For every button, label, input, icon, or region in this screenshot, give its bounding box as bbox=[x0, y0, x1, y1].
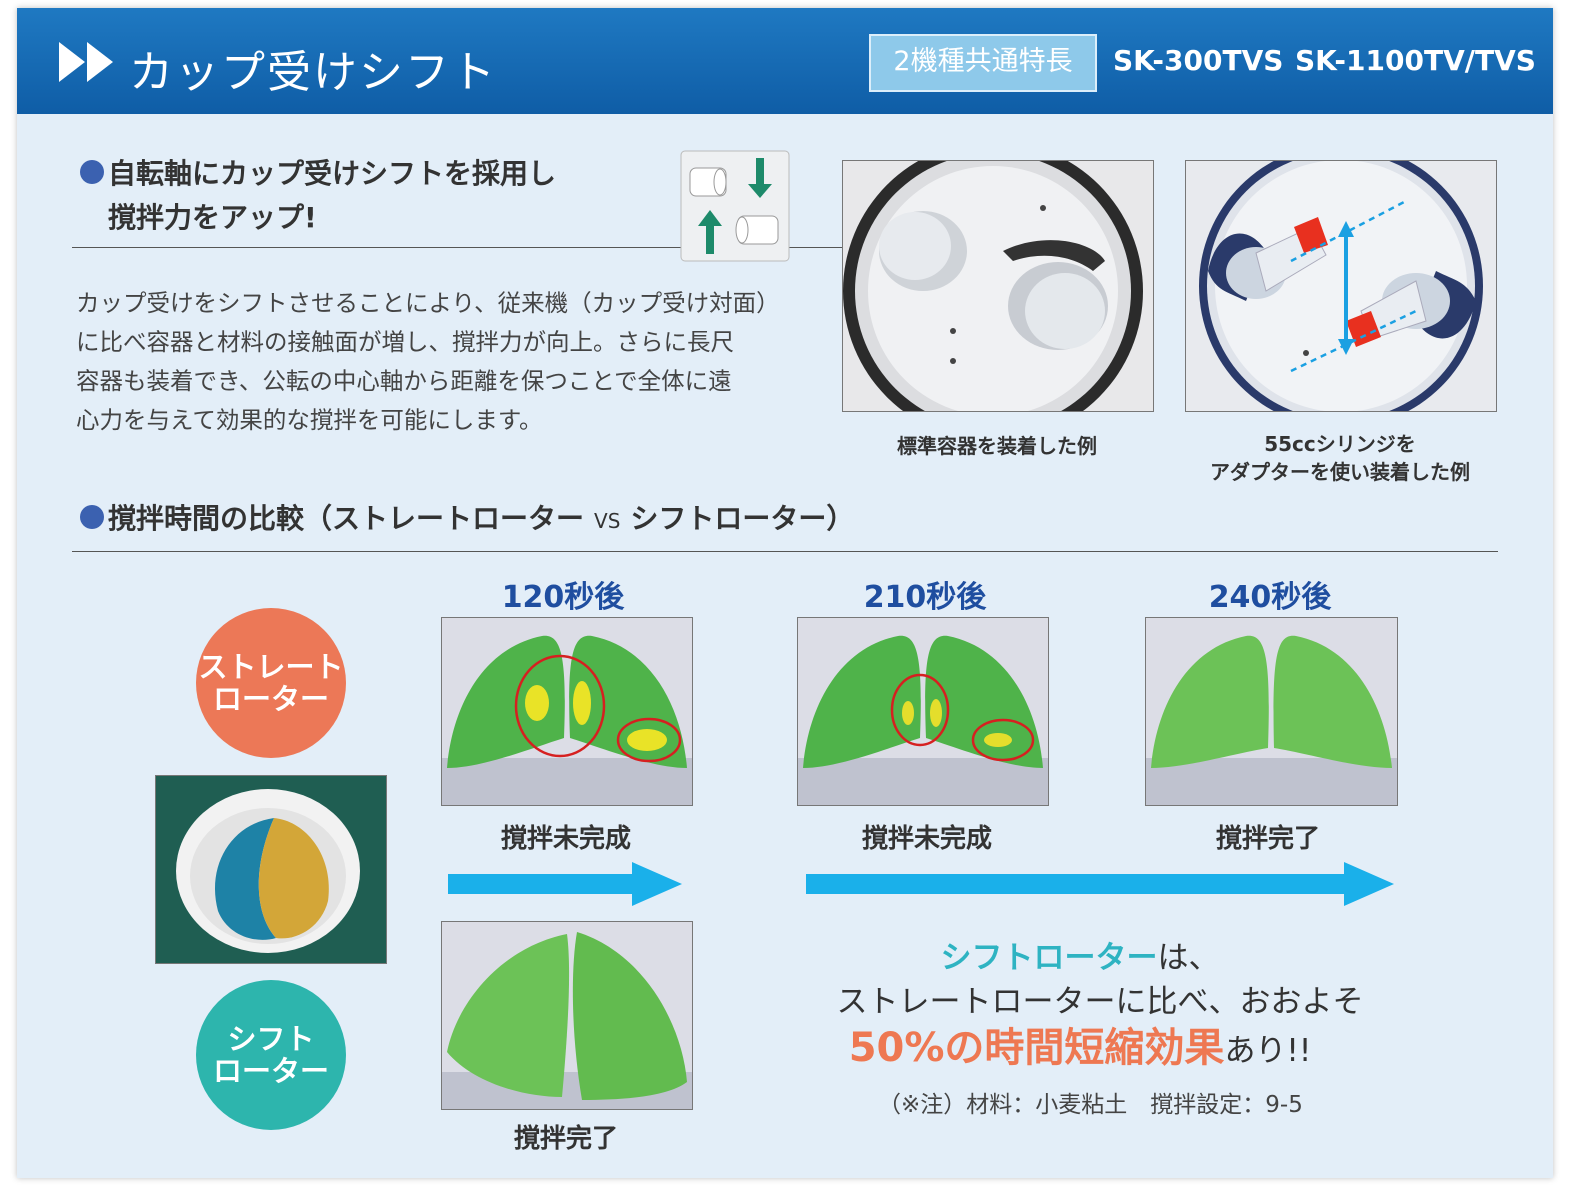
header-bar: カップ受けシフト 2機種共通特長 SK-300TVS SK-1100TV/TVS bbox=[17, 8, 1553, 114]
comparison-heading-main: 撹拌時間の比較（ストレートローター bbox=[108, 502, 585, 535]
fast-forward-icon bbox=[59, 42, 113, 82]
time-label-120: 120秒後 bbox=[501, 580, 625, 615]
feature-description: カップ受けをシフトさせることにより、従来機（カップ受け対面） に比べ容器と材料の… bbox=[76, 284, 816, 440]
common-feature-badge: 2機種共通特長 bbox=[869, 34, 1097, 92]
feature-heading-line1: 自転軸にカップ受けシフトを採用し bbox=[108, 157, 557, 190]
straight-210s-state: 撹拌未完成 bbox=[861, 824, 992, 854]
section-divider bbox=[72, 247, 842, 248]
photo2-caption-line2: アダプターを使い装着した例 bbox=[1210, 460, 1470, 484]
description-line: 心力を与えて効果的な撹拌を可能にします。 bbox=[76, 406, 543, 434]
shift-120s-state: 撹拌完了 bbox=[513, 1124, 618, 1154]
time-label-240: 240秒後 bbox=[1208, 580, 1332, 615]
straight-label-line2: ローター bbox=[212, 682, 329, 716]
model-name-1: SK-300TVS bbox=[1113, 44, 1284, 77]
material-note: （※注）材料：小麦粘土 撹拌設定：9-5 bbox=[878, 1092, 1303, 1118]
summary-shift-rotor: シフトローター bbox=[940, 940, 1158, 976]
summary-line3: 50%の時間短縮効果あり!! bbox=[800, 1015, 1360, 1073]
shift-label-line2: ローター bbox=[212, 1054, 329, 1088]
straight-120s-clay-photo bbox=[441, 617, 693, 806]
timeline-arrow-long bbox=[806, 862, 1394, 906]
summary-line3-end: あり!! bbox=[1224, 1033, 1312, 1069]
summary-line1-end: は、 bbox=[1157, 940, 1220, 976]
photo2-caption-line1: 55ccシリンジを bbox=[1264, 432, 1416, 456]
description-line: カップ受けをシフトさせることにより、従来機（カップ受け対面） bbox=[76, 289, 780, 317]
syringe-adapter-photo bbox=[1185, 160, 1497, 412]
summary-line2: ストレートローターに比べ、おおよそ bbox=[836, 984, 1364, 1020]
straight-240s-clay-photo bbox=[1145, 617, 1398, 806]
straight-120s-state: 撹拌未完成 bbox=[500, 824, 631, 854]
section-divider bbox=[72, 551, 1498, 552]
shift-rotor-label: シフトローター bbox=[196, 980, 346, 1130]
summary-time-reduction: 50%の時間短縮効果 bbox=[848, 1025, 1225, 1071]
straight-240s-state: 撹拌完了 bbox=[1215, 824, 1320, 854]
bullet-dot bbox=[80, 160, 104, 184]
summary-line1: シフトローターは、 bbox=[800, 932, 1360, 977]
material-cup-photo bbox=[155, 775, 387, 964]
straight-210s-clay-photo bbox=[797, 617, 1049, 806]
straight-label-line1: ストレート bbox=[198, 650, 344, 684]
bullet-dot bbox=[80, 505, 104, 529]
model-name-2: SK-1100TV/TVS bbox=[1295, 44, 1536, 77]
time-label-210: 210秒後 bbox=[863, 580, 987, 615]
photo1-caption: 標準容器を装着した例 bbox=[897, 434, 1097, 458]
description-line: に比べ容器と材料の接触面が増し、撹拌力が向上。さらに長尺 bbox=[76, 328, 734, 356]
description-line: 容器も装着でき、公転の中心軸から距離を保つことで全体に遠 bbox=[76, 367, 732, 395]
standard-container-photo bbox=[842, 160, 1154, 412]
shift-120s-clay-photo bbox=[441, 921, 693, 1110]
feature-heading-line2: 撹拌力をアップ! bbox=[108, 201, 317, 234]
cup-shift-diagram-icon bbox=[680, 150, 790, 262]
straight-rotor-label: ストレートローター bbox=[196, 608, 346, 758]
comparison-heading-vs: VS bbox=[594, 509, 621, 533]
timeline-arrow-short bbox=[448, 862, 682, 906]
page-title: カップ受けシフト bbox=[129, 47, 497, 98]
comparison-heading: 撹拌時間の比較（ストレートローター VS シフトローター） bbox=[108, 497, 854, 537]
comparison-heading-end: シフトローター） bbox=[630, 502, 855, 535]
shift-label-line1: シフト bbox=[227, 1022, 315, 1056]
